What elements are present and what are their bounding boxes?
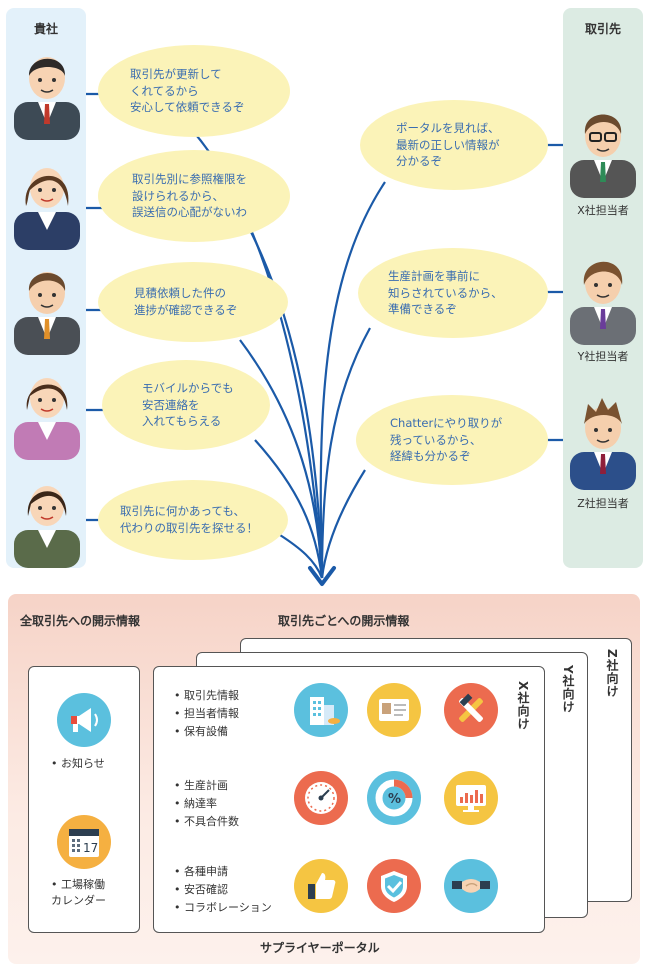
comment-text: モバイルからでも 安否連絡を 入れてもらえる (142, 380, 234, 429)
partner-label-z: Z社担当者 (577, 497, 629, 510)
partner-title: 取引先 (584, 22, 621, 36)
person-icon (12, 150, 82, 254)
comment-bubble: 取引先が更新して くれてるから 安心して依頼できるぞ (98, 45, 290, 137)
our-company-title: 貴社 (33, 22, 58, 36)
comment-bubble: 取引先に何かあっても、 代わりの取引先を探せる！ (98, 480, 288, 560)
comment-bubble: 取引先別に参照権限を 設けられるから、 誤送信の心配がないわ (98, 150, 290, 242)
profile-card-icon (367, 683, 421, 737)
tools-icon (444, 683, 498, 737)
info-list-2: 生産計画 納達率 不具合件数 (174, 777, 239, 831)
supplier-portal-panel: 全取引先への開示情報 取引先ごとへの開示情報 お知らせ 17 工場稼働 カレンダ… (8, 594, 640, 964)
comment-text: Chatterにやり取りが 残っているから、 経緯も分かるぞ (390, 415, 503, 464)
person-icon (568, 390, 638, 494)
person-icon (12, 40, 82, 144)
news-item: お知らせ (51, 755, 105, 773)
comment-text: 見積依頼した件の 進捗が確認できるぞ (134, 286, 238, 317)
info-list-3: 各種申請 安否確認 コラボレーション (174, 863, 272, 917)
person-icon (568, 245, 638, 349)
comment-text: 取引先別に参照権限を 設けられるから、 誤送信の心配がないわ (132, 171, 247, 220)
monitor-chart-icon (444, 771, 498, 825)
per-partner-title: 取引先ごとへの開示情報 (278, 614, 410, 628)
calendar-icon: 17 (57, 815, 111, 869)
building-icon (294, 683, 348, 737)
y-card-label: Y社向け (561, 665, 575, 714)
svg-text:17: 17 (83, 841, 98, 855)
comment-bubble: 生産計画を事前に 知らされているから、 準備できるぞ (358, 248, 548, 338)
comment-text: ポータルを見れば、 最新の正しい情報が 分かるぞ (396, 120, 500, 169)
comment-text: 取引先が更新して くれてるから 安心して依頼できるぞ (130, 66, 245, 115)
comment-text: 生産計画を事前に 知らされているから、 準備できるぞ (388, 268, 503, 317)
handshake-icon (444, 859, 498, 913)
percent-donut-icon: % (367, 771, 421, 825)
x-company-card: X社向け 取引先情報 担当者情報 保有設備 生産計画 納達率 不具合件数 各種申… (153, 666, 545, 933)
svg-text:%: % (388, 792, 401, 807)
all-partners-title: 全取引先への開示情報 (20, 614, 141, 628)
partner-label-y: Y社担当者 (577, 350, 629, 363)
partner-label-x: X社担当者 (577, 204, 629, 217)
info-list-1: 取引先情報 担当者情報 保有設備 (174, 687, 239, 741)
x-card-label: X社向け (516, 681, 530, 731)
factory-calendar-item: 工場稼働 カレンダー (51, 877, 106, 909)
megaphone-icon (57, 693, 111, 747)
person-icon (12, 255, 82, 359)
supplier-portal-title: サプライヤーポータル (260, 941, 380, 955)
comment-bubble: ポータルを見れば、 最新の正しい情報が 分かるぞ (360, 100, 548, 190)
connection-lines (80, 92, 568, 586)
comment-bubble: Chatterにやり取りが 残っているから、 経緯も分かるぞ (356, 395, 548, 485)
all-partners-card: お知らせ 17 工場稼働 カレンダー (28, 666, 140, 933)
person-icon (12, 360, 82, 464)
person-icon (12, 468, 82, 572)
person-icon (568, 98, 638, 202)
comment-text: 取引先に何かあっても、 代わりの取引先を探せる！ (120, 504, 258, 535)
thumbs-up-icon (294, 859, 348, 913)
comment-bubble: モバイルからでも 安否連絡を 入れてもらえる (102, 360, 270, 450)
comment-bubble: 見積依頼した件の 進捗が確認できるぞ (98, 262, 288, 342)
z-card-label: Z社向け (605, 649, 619, 698)
shield-check-icon (367, 859, 421, 913)
gauge-icon (294, 771, 348, 825)
